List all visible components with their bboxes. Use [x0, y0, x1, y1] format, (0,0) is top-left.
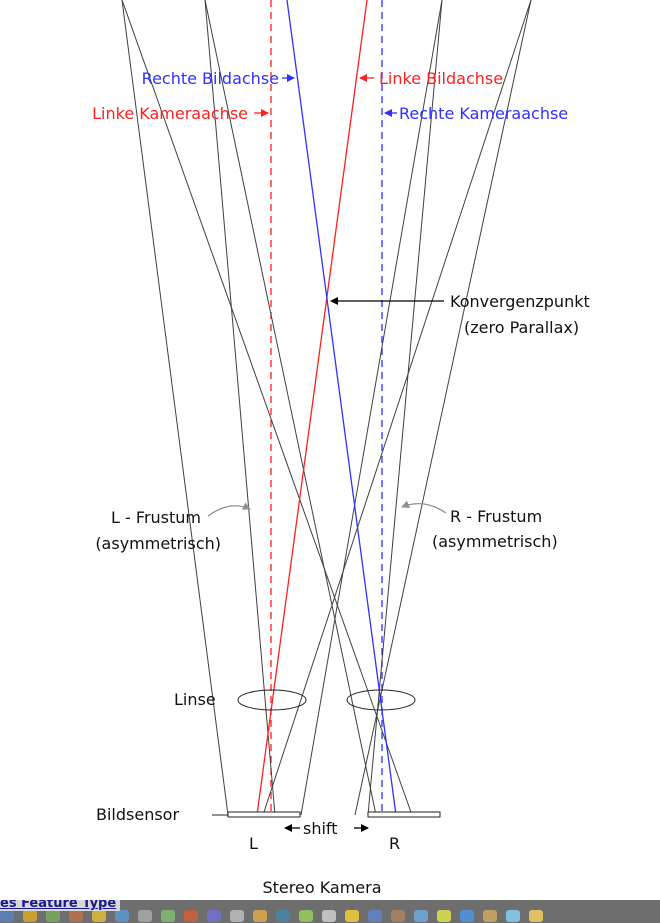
- label-l-frustum: L - Frustum: [111, 508, 201, 527]
- toolbar-icon[interactable]: [345, 910, 359, 922]
- toolbar-icon[interactable]: [0, 910, 14, 922]
- label-linse: Linse: [174, 690, 216, 709]
- caption-stereo-kamera: Stereo Kamera: [262, 878, 381, 897]
- bottom-toolbar: es Feature Type: [0, 900, 660, 923]
- label-konvergenzpunkt: Konvergenzpunkt: [450, 292, 590, 311]
- toolbar-icon[interactable]: [184, 910, 198, 922]
- toolbar-icon[interactable]: [529, 910, 543, 922]
- toolbar-icon[interactable]: [299, 910, 313, 922]
- toolbar-icon[interactable]: [69, 910, 83, 922]
- label-rechte-bildachse: Rechte Bildachse: [142, 69, 279, 88]
- left-lens: [237, 689, 307, 711]
- right-frustum: [121, 0, 532, 816]
- toolbar-icon[interactable]: [23, 910, 37, 922]
- toolbar-icon[interactable]: [92, 910, 106, 922]
- label-bildsensor: Bildsensor: [96, 805, 179, 824]
- label-r-frustum-sub: (asymmetrisch): [432, 532, 558, 551]
- label-linke-kameraachse: Linke Kameraachse: [92, 104, 248, 123]
- toolbar-icon[interactable]: [368, 910, 382, 922]
- right-image-sensor: [367, 811, 441, 818]
- stereo-camera-diagram: Rechte Bildachse Linke Bildachse Linke K…: [92, 0, 590, 897]
- toolbar-icon[interactable]: [460, 910, 474, 922]
- label-zero-parallax: (zero Parallax): [464, 318, 579, 337]
- toolbar-icon[interactable]: [506, 910, 520, 922]
- toolbar-icon[interactable]: [115, 910, 129, 922]
- left-frustum: [121, 0, 532, 816]
- left-image-sensor: [227, 811, 301, 818]
- label-linke-bildachse: Linke Bildachse: [379, 69, 503, 88]
- feature-type-link[interactable]: es Feature Type: [0, 900, 121, 911]
- toolbar-icon[interactable]: [322, 910, 336, 922]
- toolbar-icon[interactable]: [391, 910, 405, 922]
- arrow-r-frustum: [401, 500, 447, 514]
- label-rechte-kameraachse: Rechte Kameraachse: [399, 104, 568, 123]
- toolbar-icon[interactable]: [207, 910, 221, 922]
- toolbar-icon-row: [0, 910, 660, 923]
- toolbar-icon[interactable]: [46, 910, 60, 922]
- toolbar-icon[interactable]: [483, 910, 497, 922]
- label-shift: shift: [303, 819, 338, 838]
- label-l-frustum-sub: (asymmetrisch): [95, 534, 221, 553]
- label-r-frustum: R - Frustum: [450, 507, 542, 526]
- toolbar-icon[interactable]: [161, 910, 175, 922]
- toolbar-icon[interactable]: [253, 910, 267, 922]
- toolbar-icon[interactable]: [276, 910, 290, 922]
- toolbar-icon[interactable]: [437, 910, 451, 922]
- toolbar-icon[interactable]: [414, 910, 428, 922]
- toolbar-icon[interactable]: [138, 910, 152, 922]
- label-camera-l: L: [249, 834, 258, 853]
- linke-bildachse-line: [256, 0, 368, 816]
- toolbar-icon[interactable]: [230, 910, 244, 922]
- right-lens: [346, 689, 416, 711]
- arrow-l-frustum: [207, 502, 251, 517]
- label-camera-r: R: [389, 834, 400, 853]
- rechte-bildachse-line: [286, 0, 397, 816]
